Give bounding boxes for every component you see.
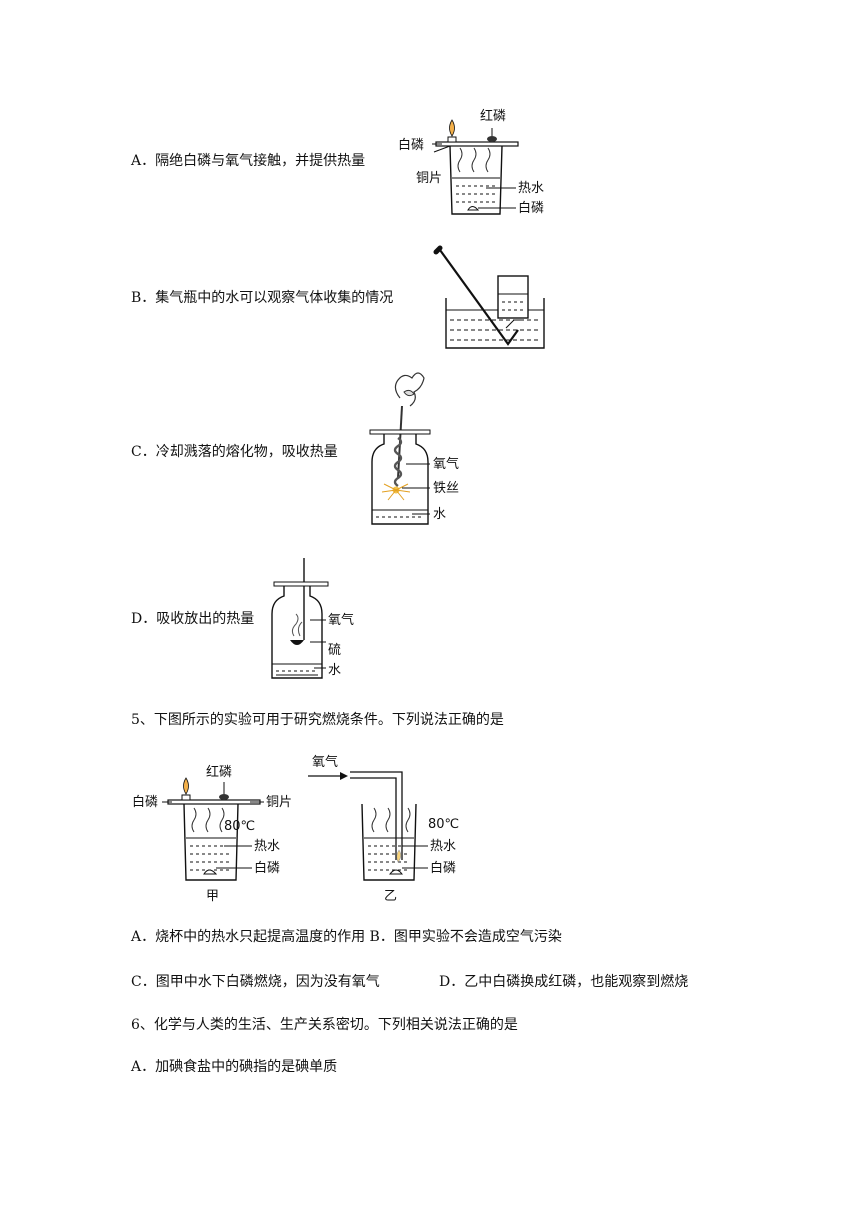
- figure-iron-wire-combustion: 氧气 铁丝 水: [369, 372, 459, 525]
- option-d-text: D．吸收放出的热量: [131, 611, 255, 627]
- label-sulfur: 硫: [328, 643, 341, 658]
- figure-sulfur-combustion: 氧气 硫 水: [271, 558, 354, 679]
- label-jia-white-phosphorus-top: 白磷: [132, 794, 158, 810]
- option-a-text: A．隔绝白磷与氧气接触，并提供热量: [131, 153, 366, 169]
- label-white-phosphorus-bottom: 白磷: [518, 200, 544, 216]
- label-oxygen-d: 氧气: [328, 612, 354, 628]
- label-jia-hot-water: 热水: [254, 839, 280, 854]
- label-water-d: 水: [328, 663, 341, 678]
- question-5-stem: 5、下图所示的实验可用于研究燃烧条件。下列说法正确的是: [131, 712, 504, 728]
- option-c-text: C．冷却溅落的熔化物，吸收热量: [131, 444, 338, 460]
- label-jia-copper: 铜片: [266, 795, 292, 810]
- label-iron-wire: 铁丝: [433, 481, 459, 496]
- label-yi-white-phosphorus: 白磷: [430, 860, 456, 876]
- question-6-stem: 6、化学与人类的生活、生产关系密切。下列相关说法正确的是: [131, 1017, 518, 1033]
- label-red-phosphorus: 红磷: [480, 108, 506, 124]
- figure-gas-collection-trough: [433, 245, 545, 349]
- question-5-option-c: C．图甲中水下白磷燃烧，因为没有氧气: [131, 974, 380, 990]
- label-jia-red-phosphorus: 红磷: [206, 764, 232, 780]
- caption-yi: 乙: [384, 889, 397, 904]
- question-5-options-a-b: A．烧杯中的热水只起提高温度的作用 B．图甲实验不会造成空气污染: [131, 929, 562, 945]
- figure-yi-oxygen-tube: 氧气 80℃ 热水 白磷 乙: [308, 754, 459, 904]
- label-copper-plate: 铜片: [416, 171, 442, 186]
- figure-beaker-copper-plate: 红磷 白磷 铜片 热水 白磷: [398, 108, 544, 216]
- figure-jia-copper-plate: 红磷 白磷 铜片 80℃ 热水 白磷 甲: [132, 764, 292, 904]
- label-water-c: 水: [433, 507, 446, 522]
- label-oxygen-c: 氧气: [433, 456, 459, 472]
- label-yi-temp: 80℃: [428, 817, 459, 832]
- option-b-text: B．集气瓶中的水可以观察气体收集的情况: [131, 290, 394, 306]
- question-6-option-a: A．加碘食盐中的碘指的是碘单质: [131, 1059, 338, 1075]
- label-jia-temp: 80℃: [224, 819, 255, 834]
- label-yi-hot-water: 热水: [430, 839, 456, 854]
- caption-jia: 甲: [206, 889, 219, 904]
- question-5-option-d: D．乙中白磷换成红磷，也能观察到燃烧: [439, 974, 689, 990]
- label-hot-water: 热水: [518, 181, 544, 196]
- label-yi-oxygen: 氧气: [312, 754, 338, 770]
- label-white-phosphorus-top: 白磷: [398, 137, 424, 153]
- label-jia-white-phosphorus-bottom: 白磷: [254, 860, 280, 876]
